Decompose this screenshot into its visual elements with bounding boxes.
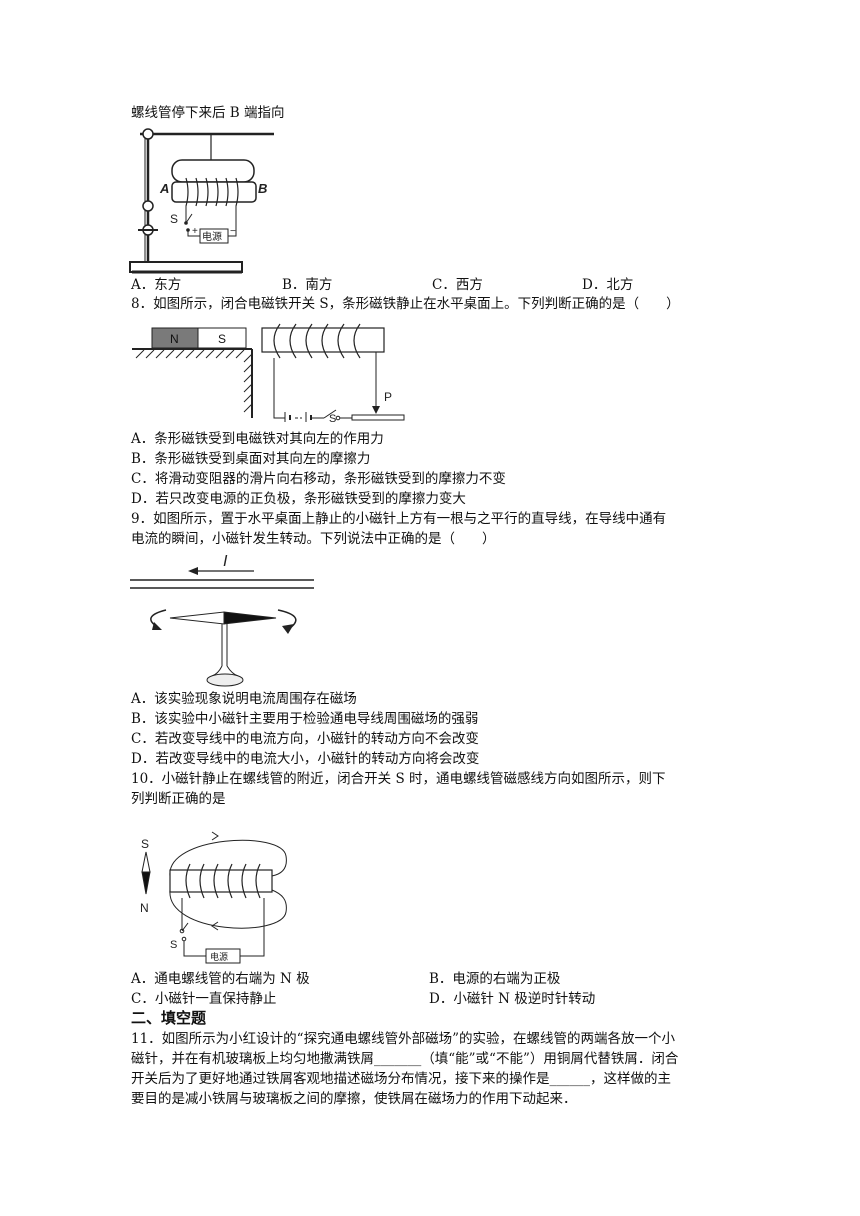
q8-label-s: S: [218, 332, 226, 346]
q10-option-a: A．通电螺线管的右端为 N 极: [131, 971, 310, 987]
q7-stem: 螺线管停下来后 B 端指向: [131, 105, 285, 121]
q8-stem: 8．如图所示，闭合电磁铁开关 S，条形磁铁静止在水平桌面上。下列判断正确的是（ …: [131, 296, 680, 312]
q8-label-n: N: [170, 332, 179, 346]
q7-label-plus: +: [192, 226, 198, 237]
q8-figure: N S S P: [132, 323, 405, 422]
q7-figure: A B S + − 电源: [129, 128, 274, 274]
q9-option-c: C．若改变导线中的电流方向，小磁针的转动方向不会改变: [131, 731, 479, 747]
q7-option-b: B．南方: [282, 277, 333, 293]
q9-option-d: D．若改变导线中的电流大小，小磁针的转动方向将会改变: [131, 751, 480, 767]
q7-option-d: D．北方: [582, 277, 634, 293]
q8-option-b: B．条形磁铁受到桌面对其向左的摩擦力: [131, 451, 371, 467]
q7-label-s: S: [170, 212, 178, 226]
q8-label-p: P: [384, 390, 392, 404]
q7-label-a: A: [159, 181, 169, 196]
q10-label-source: 电源: [210, 951, 228, 962]
q10-label-switch: S: [170, 939, 177, 951]
q9-stem-line1: 9．如图所示，置于水平桌面上静止的小磁针上方有一根与之平行的直导线，在导线中通有: [131, 511, 667, 527]
q8-option-c: C．将滑动变阻器的滑片向右移动，条形磁铁受到的摩擦力不变: [131, 471, 506, 487]
q9-option-a: A．该实验现象说明电流周围存在磁场: [131, 691, 357, 707]
q7-label-b: B: [258, 181, 267, 196]
q7-option-a: A．东方: [131, 277, 182, 293]
q11-line2: 磁针，并在有机玻璃板上均匀地撒满铁屑_______（填“能”或“不能”）用铜屑代…: [131, 1051, 679, 1067]
q10-label-s-pole: S: [141, 837, 149, 851]
q8-label-switch: S: [329, 413, 336, 422]
q10-option-c: C．小磁针一直保持静止: [131, 991, 277, 1007]
q10-stem-line2: 列判断正确的是: [131, 791, 226, 807]
q8-option-d: D．若只改变电源的正负极，条形磁铁受到的摩擦力变大: [131, 491, 466, 507]
q9-stem-line2: 电流的瞬间，小磁针发生转动。下列说法中正确的是（ ）: [131, 531, 496, 547]
q9-option-b: B．该实验中小磁针主要用于检验通电导线周围磁场的强弱: [131, 711, 479, 727]
q8-option-a: A．条形磁铁受到电磁铁对其向左的作用力: [131, 431, 384, 447]
section-title: 二、填空题: [131, 1009, 207, 1027]
q7-label-minus: −: [230, 226, 236, 237]
q9-label-current: I: [223, 553, 228, 570]
q10-option-d: D．小磁针 N 极逆时针转动: [429, 991, 596, 1007]
q11-line4: 要目的是减小铁屑与玻璃板之间的摩擦，使铁屑在磁场力的作用下动起来．: [131, 1091, 577, 1107]
q10-stem-line1: 10．小磁针静止在螺线管的附近，闭合开关 S 时，通电螺线管磁感线方向如图所示，…: [131, 771, 666, 787]
q7-label-source: 电源: [202, 230, 222, 243]
q10-label-n-pole: N: [140, 901, 149, 915]
q7-option-c: C．西方: [432, 277, 483, 293]
q11-line3: 开关后为了更好地通过铁屑客观地描述磁场分布情况，接下来的操作是______，这样…: [131, 1071, 671, 1087]
q11-line1: 11．如图所示为小红设计的“探究通电螺线管外部磁场”的实验，在螺线管的两端各放一…: [131, 1031, 675, 1047]
q10-option-b: B．电源的右端为正极: [429, 971, 561, 987]
q9-figure: I: [130, 553, 314, 687]
q10-figure: S N S 电源: [140, 831, 287, 964]
